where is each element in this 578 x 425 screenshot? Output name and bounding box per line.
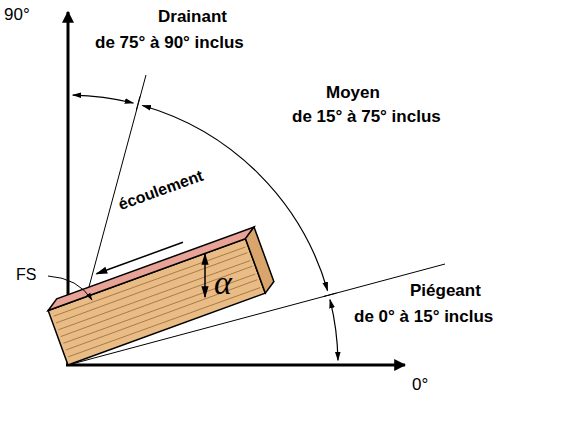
zone-range: de 0° à 15° inclus [354,308,493,327]
surface-label: FS [16,266,36,284]
range-tick [136,96,140,110]
axis-label: 90° [4,6,30,25]
angle-arrow [204,254,206,297]
wood-plank [42,218,277,365]
zone-name: Drainant [158,8,227,27]
flow-arrow [97,242,183,273]
angle-range-arc [73,95,134,103]
leader-line [48,276,92,300]
angle-range-arc [330,300,338,361]
zone-range: de 15° à 75° inclus [292,108,441,127]
angle-label: α [214,264,232,301]
zone-name: Moyen [326,84,380,103]
flow-surface [45,227,256,310]
zone-range: de 75° à 90° inclus [95,34,244,53]
horizontal-axis [66,364,405,367]
wood-grain [53,246,245,316]
wood-grain [56,253,248,323]
axis-label: 0° [412,376,428,395]
range-tick [323,293,337,297]
zone-name: Piégeant [410,282,481,301]
flow-label: écoulement [116,167,206,214]
